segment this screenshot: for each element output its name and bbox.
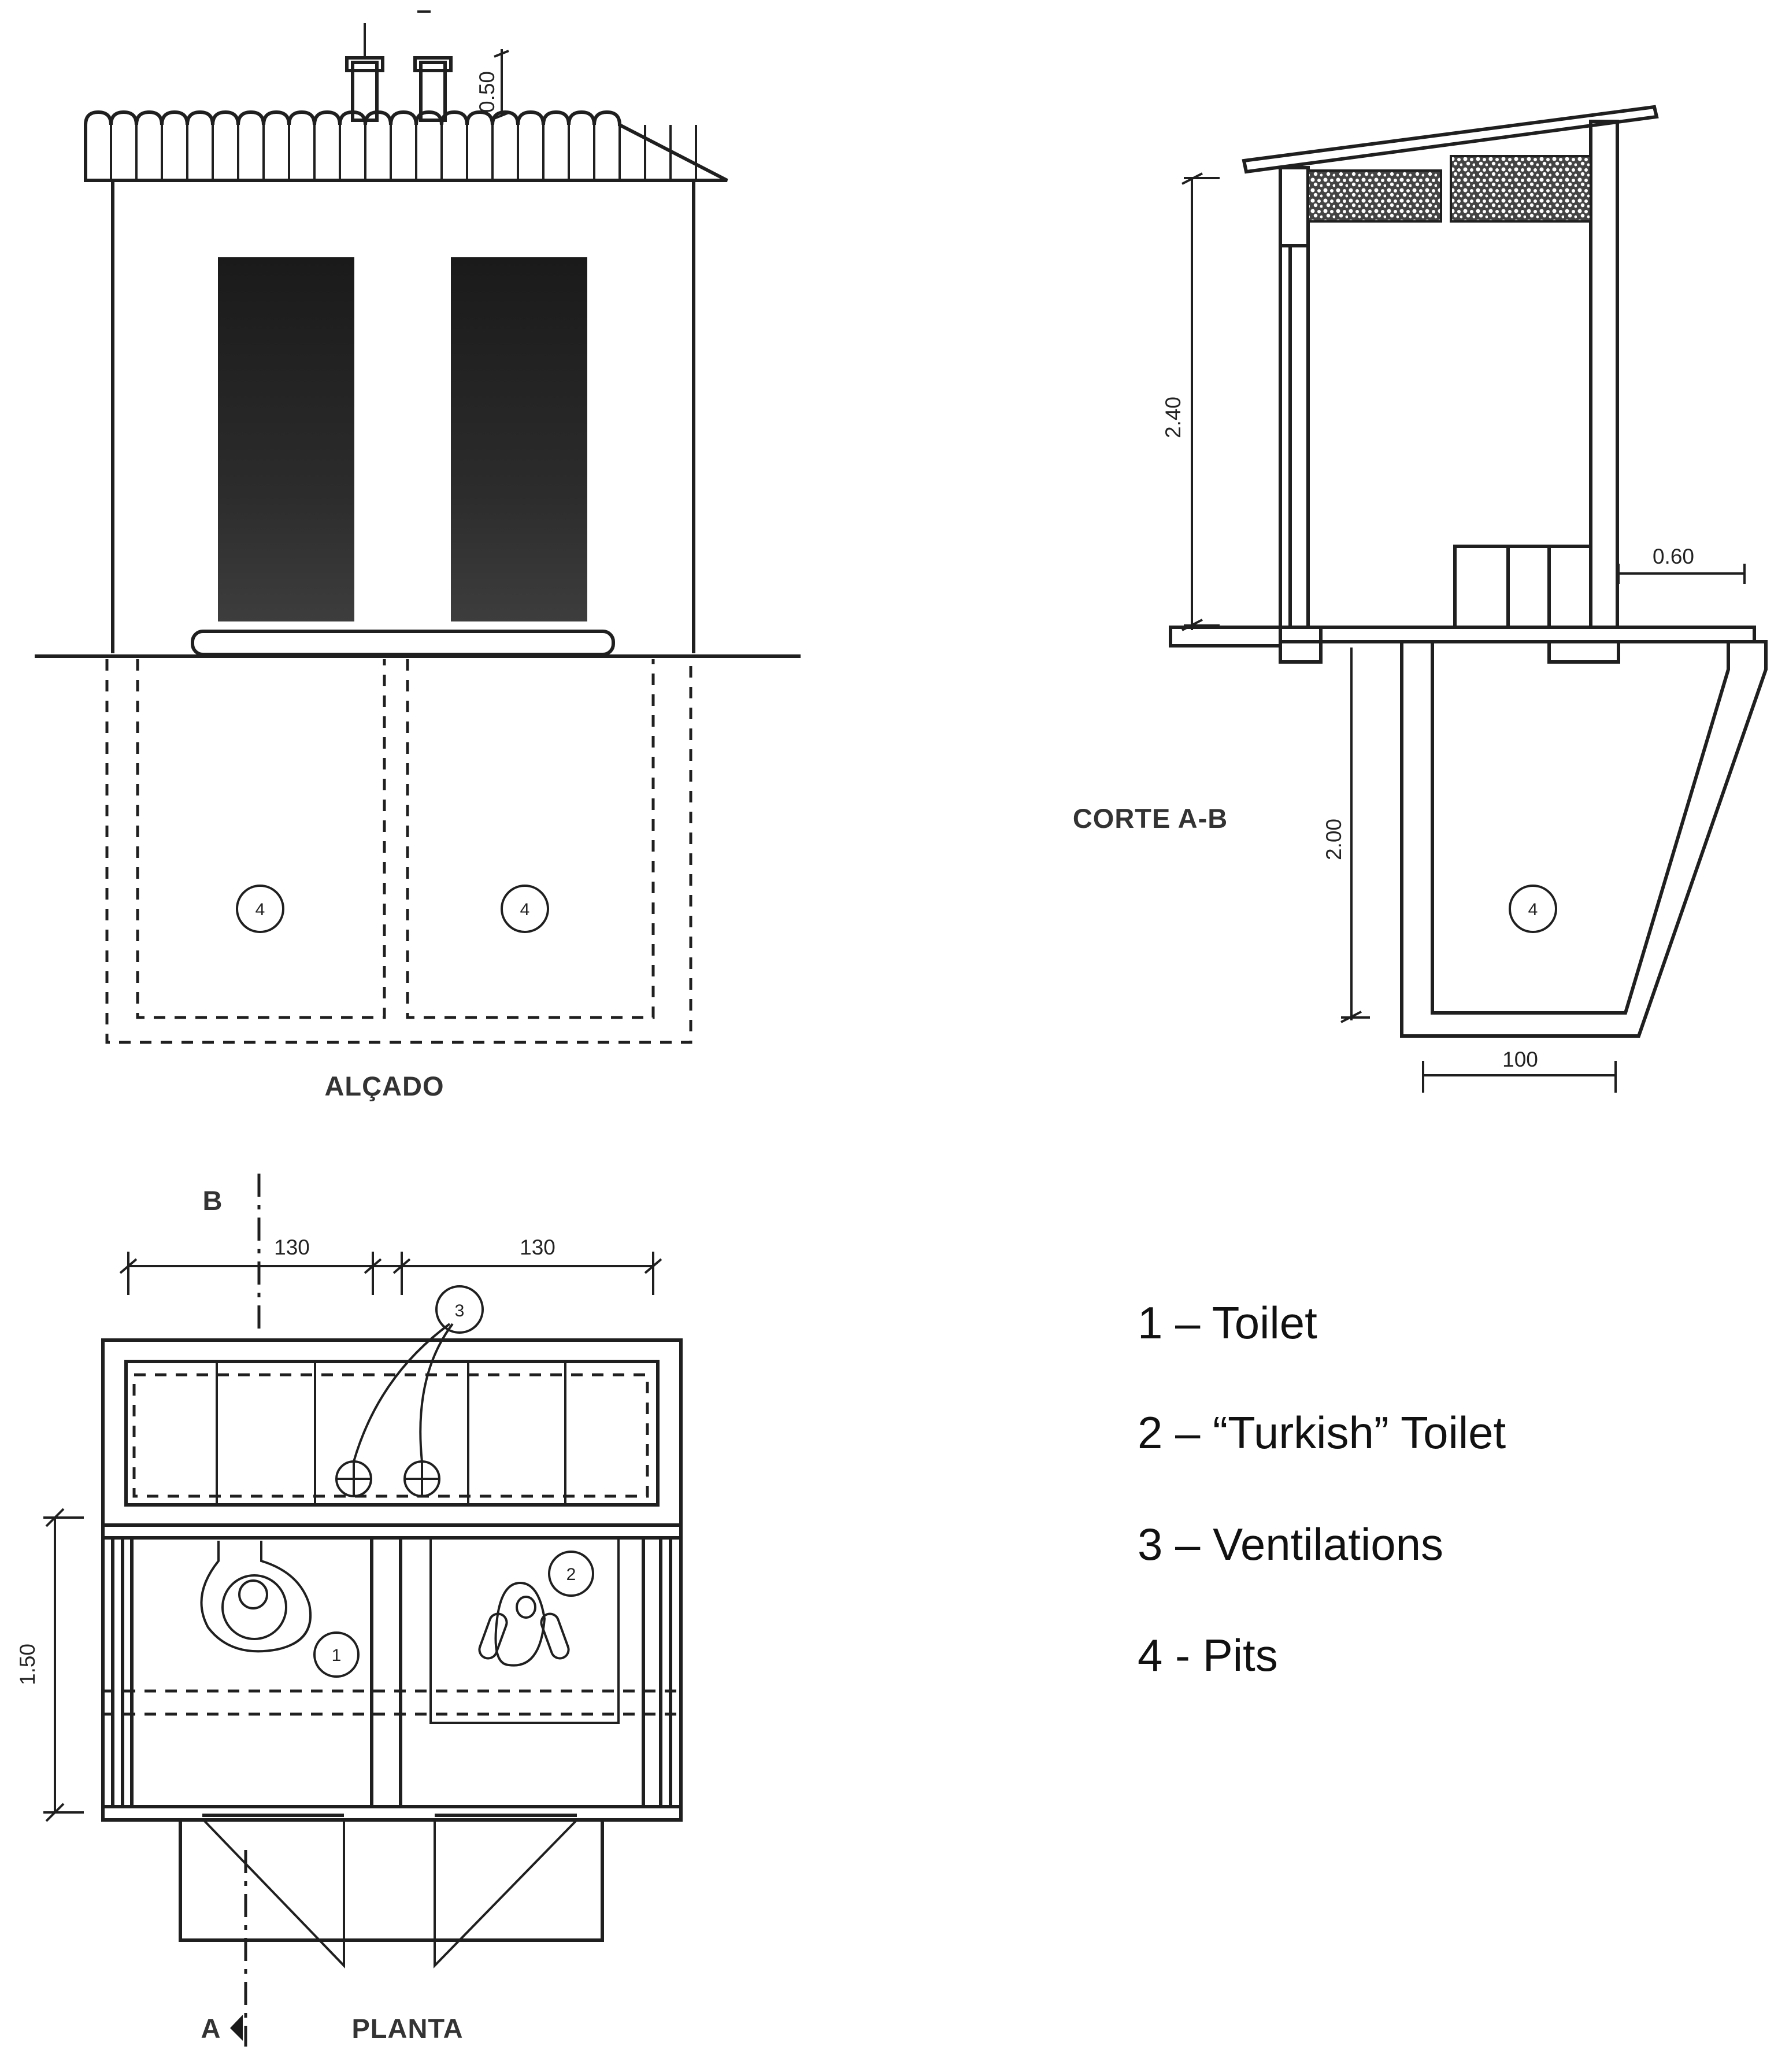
floor-slab	[191, 630, 615, 656]
svg-text:4: 4	[1528, 900, 1538, 919]
plan-title: PLANTA	[351, 2013, 463, 2044]
door-left	[218, 257, 354, 621]
plan-width-right-label: 130	[520, 1235, 555, 1259]
section-mark-b: B	[203, 1185, 223, 1216]
plan-width-left-label: 130	[274, 1235, 310, 1259]
svg-text:1: 1	[332, 1646, 342, 1665]
plan-depth-label: 1.50	[16, 1644, 39, 1685]
vent-height-label: 0.50	[475, 71, 499, 113]
section-title: CORTE A-B	[1073, 803, 1228, 834]
corrugated-roof	[84, 110, 728, 182]
elevation-callout-pit-right: 4	[501, 885, 549, 933]
legend-item-ventilations: 3 – Ventilations	[1138, 1519, 1443, 1570]
svg-text:4: 4	[255, 900, 265, 919]
svg-text:4: 4	[520, 900, 530, 919]
plan-width-dimensions: 130 130	[119, 1235, 662, 1295]
legend-item-pits: 4 - Pits	[1138, 1630, 1278, 1681]
plan-vent-pipes: 3	[335, 1285, 484, 1497]
pits-outline	[105, 659, 692, 1044]
section-arrow	[230, 2015, 243, 2041]
section-view: 2.40 0.60 2.00 100 4 CORTE A-B	[1073, 105, 1768, 1093]
section-height-dimension: 2.40	[1161, 172, 1220, 631]
section-pit	[1400, 640, 1768, 1038]
legend-item-toilet: 1 – Toilet	[1138, 1297, 1317, 1348]
legend-item-turkish-toilet: 2 – “Turkish” Toilet	[1138, 1407, 1506, 1458]
vent-height-dimension: 0.50	[475, 49, 509, 120]
section-depth-dimension: 2.00	[1322, 648, 1370, 1023]
section-overhang-label: 0.60	[1653, 545, 1694, 568]
section-callout-pit: 4	[1509, 885, 1557, 933]
plan-depth-dimension: 1.50	[16, 1508, 84, 1822]
section-mark-a: A	[201, 2013, 221, 2044]
svg-text:3: 3	[455, 1301, 465, 1320]
section-height-label: 2.40	[1161, 397, 1185, 438]
plan-view: B A 130 130 1.50	[16, 1174, 683, 2047]
section-vent-grille-left	[1307, 169, 1442, 223]
section-pit-width-label: 100	[1502, 1048, 1538, 1071]
elevation-title: ALÇADO	[324, 1071, 444, 1101]
vent-pipes	[345, 10, 453, 122]
door-right	[451, 257, 587, 621]
section-depth-label: 2.00	[1322, 819, 1346, 860]
svg-text:2: 2	[566, 1565, 576, 1584]
section-overhang-dimension: 0.60	[1617, 545, 1746, 584]
section-back-wall	[1589, 120, 1619, 629]
turkish-toilet-symbol: 2	[429, 1537, 620, 1724]
elevation-view: 0.50 4 4 ALÇADO	[35, 10, 801, 1101]
section-roof	[1242, 105, 1659, 174]
legend: 1 – Toilet 2 – “Turkish” Toilet 3 – Vent…	[1138, 1297, 1506, 1681]
toilet-symbol: 1	[200, 1541, 360, 1678]
roof-corrugation-lines	[110, 125, 697, 180]
section-pit-width-dimension: 100	[1422, 1048, 1617, 1093]
elevation-callout-pit-left: 4	[236, 885, 284, 933]
section-vent-grille-right	[1450, 155, 1592, 223]
